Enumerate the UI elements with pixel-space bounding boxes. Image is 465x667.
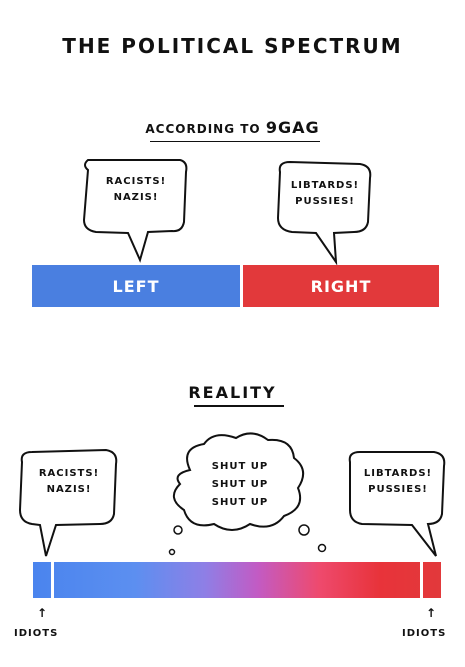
speech-bubble-reality-right bbox=[348, 451, 446, 557]
thought-dot-1 bbox=[298, 524, 310, 536]
thought-dot-2 bbox=[317, 543, 327, 553]
comic-title: THE POLITICAL SPECTRUM bbox=[62, 34, 403, 58]
left-label: LEFT bbox=[112, 277, 160, 296]
right-end-label: IDIOTS bbox=[402, 628, 447, 639]
thought-line: SHUT UP bbox=[211, 497, 269, 508]
thought-line: SHUT UP bbox=[211, 479, 269, 490]
subtitle-prefix: ACCORDING TO bbox=[145, 122, 261, 136]
subtitle-underline bbox=[150, 141, 320, 142]
brand-name: 9GAG bbox=[265, 118, 320, 137]
bubble-text-reality-left: RACISTS! NAZIS! bbox=[22, 466, 116, 498]
reality-gradient-bar bbox=[33, 562, 441, 598]
left-end-label: IDIOTS bbox=[14, 628, 59, 639]
thought-text: SHUT UP SHUT UP SHUT UP bbox=[190, 458, 290, 512]
bubble-line: RACISTS! bbox=[38, 468, 100, 479]
bubble-text-top-right: LIBTARDS! PUSSIES! bbox=[280, 178, 370, 210]
thought-line: SHUT UP bbox=[211, 461, 269, 472]
spectrum-left-segment bbox=[32, 265, 240, 307]
bubble-line: NAZIS! bbox=[46, 484, 92, 495]
reality-heading: REALITY bbox=[188, 383, 277, 402]
left-extreme-divider bbox=[51, 562, 54, 598]
thought-dot-3 bbox=[173, 525, 183, 535]
right-extreme-divider bbox=[420, 562, 423, 598]
subtitle: ACCORDING TO 9GAG bbox=[0, 118, 465, 137]
spectrum-right-segment bbox=[243, 265, 439, 307]
reality-underline bbox=[194, 405, 284, 407]
bubble-line: PUSSIES! bbox=[295, 196, 355, 207]
up-arrow-icon: ↑ bbox=[37, 606, 49, 620]
speech-bubble-top-left bbox=[82, 159, 188, 263]
bubble-line: PUSSIES! bbox=[368, 484, 428, 495]
right-label: RIGHT bbox=[310, 277, 372, 296]
bubble-line: NAZIS! bbox=[113, 192, 159, 203]
speech-bubble-reality-left bbox=[18, 448, 118, 557]
bubble-text-reality-right: LIBTARDS! PUSSIES! bbox=[352, 466, 444, 498]
speech-bubble-top-right bbox=[276, 160, 372, 266]
bubble-line: RACISTS! bbox=[105, 176, 167, 187]
bubble-line: LIBTARDS! bbox=[290, 180, 360, 191]
up-arrow-icon: ↑ bbox=[426, 606, 438, 620]
thought-cloud bbox=[173, 432, 305, 531]
bubble-line: LIBTARDS! bbox=[363, 468, 433, 479]
bubble-text-top-left: RACISTS! NAZIS! bbox=[86, 174, 186, 206]
thought-dot-4 bbox=[168, 548, 176, 556]
